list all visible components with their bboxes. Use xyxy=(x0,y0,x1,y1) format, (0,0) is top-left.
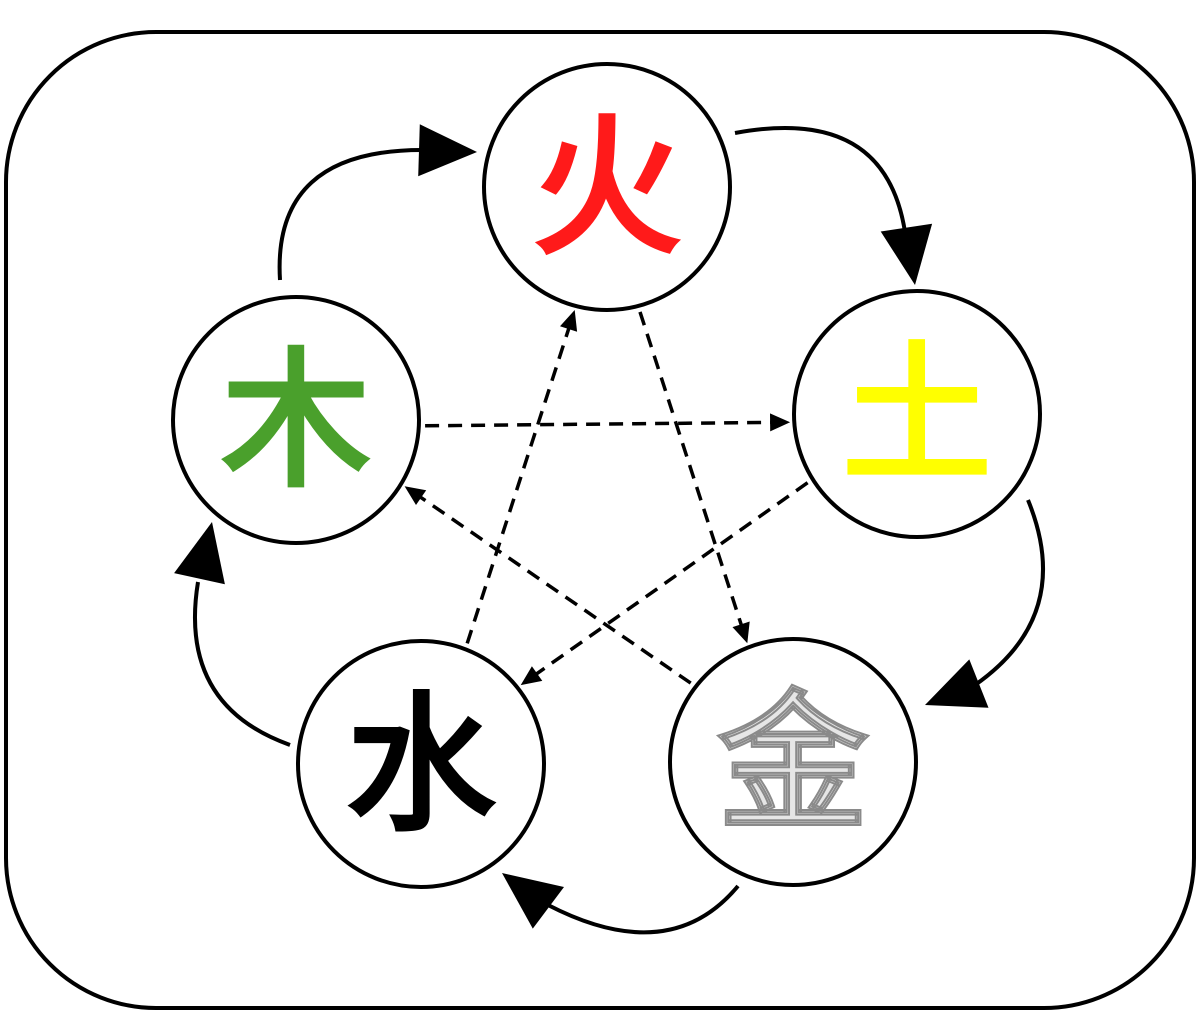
node-earth: 土 xyxy=(792,289,1042,539)
dashed-arrowhead-wood-earth xyxy=(770,413,791,432)
node-wood: 木 xyxy=(171,295,421,545)
dashed-wood-earth xyxy=(425,420,773,428)
dashed-arrowhead-earth-water xyxy=(520,666,543,686)
arc-earth-metal xyxy=(973,499,1046,687)
node-water: 水 xyxy=(296,639,546,889)
generating-cycle xyxy=(174,124,1046,935)
dashed-arrowhead-metal-wood xyxy=(404,486,427,505)
label-water: 水 xyxy=(346,679,497,853)
label-wood: 木 xyxy=(221,335,371,509)
dashed-fire-metal xyxy=(638,311,744,627)
node-fire: 火 xyxy=(482,62,732,312)
arrowhead-fire-earth xyxy=(880,223,933,285)
dashed-arrowhead-fire-metal xyxy=(732,621,750,644)
dashed-earth-water xyxy=(534,481,809,677)
label-fire: 火 xyxy=(532,102,682,276)
label-metal: 金 xyxy=(717,677,869,851)
dashed-arrowhead-water-fire xyxy=(560,310,578,332)
arrowhead-wood-fire xyxy=(418,124,477,177)
arc-metal-water xyxy=(547,884,740,935)
node-circle-fire xyxy=(482,62,732,312)
arrowhead-earth-metal xyxy=(925,659,989,708)
node-circle-water xyxy=(296,639,546,889)
arrowhead-water-wood xyxy=(174,522,225,585)
node-circle-earth xyxy=(792,289,1042,539)
overcoming-cycle xyxy=(404,310,809,686)
label-earth: 土 xyxy=(842,329,992,503)
dashed-water-fire xyxy=(465,326,571,644)
arc-water-wood xyxy=(193,581,291,747)
node-metal: 金 xyxy=(668,637,918,887)
arc-fire-earth xyxy=(734,125,907,233)
arrowhead-metal-water xyxy=(502,873,564,929)
dashed-metal-wood xyxy=(418,494,692,685)
node-circle-wood xyxy=(171,295,421,545)
node-circle-metal xyxy=(668,637,918,887)
arc-wood-fire xyxy=(277,148,423,281)
element-nodes: 火土金 水木 xyxy=(171,62,1042,889)
